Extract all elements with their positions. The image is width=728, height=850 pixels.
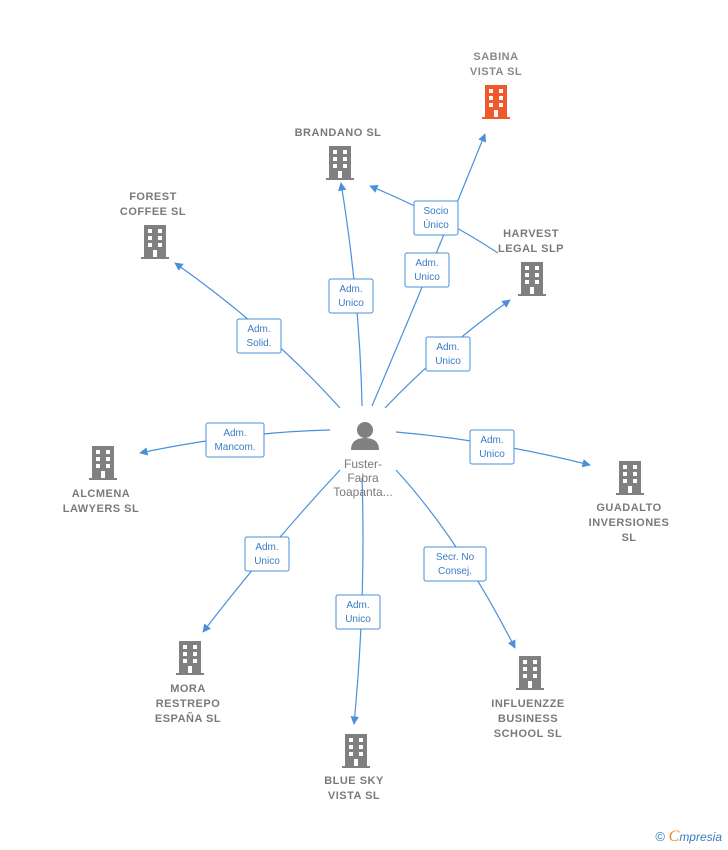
building-icon — [141, 225, 169, 259]
building-icon — [89, 446, 117, 480]
node-label-line: SL — [621, 532, 636, 544]
building-icon — [518, 262, 546, 296]
node-brandano[interactable]: BRANDANO SL — [295, 127, 382, 180]
edge-label-mora[interactable]: Adm. Unico — [244, 536, 290, 572]
edge-labels: Adm. Solid. Adm. Unico Socio Único Adm. … — [205, 200, 515, 630]
node-label-line: MORA — [170, 683, 206, 695]
edge-label-line: Adm. — [436, 342, 459, 353]
node-label-line: INFLUENZZE — [491, 698, 564, 710]
building-icon — [616, 461, 644, 495]
edge-label-line: Unico — [338, 298, 364, 309]
edge-label-forest[interactable]: Adm. Solid. — [236, 318, 282, 354]
node-label-line: GUADALTO — [596, 502, 661, 514]
node-label-line: BLUE SKY — [324, 775, 384, 787]
edge-label-brandano-adm[interactable]: Adm. Unico — [328, 278, 374, 314]
edge-label-line: Adm. — [255, 542, 278, 553]
node-label-line: VISTA SL — [470, 66, 522, 78]
edge-label-line: Adm. — [223, 428, 246, 439]
edge-label-line: Único — [423, 218, 449, 231]
node-harvest[interactable]: HARVEST LEGAL SLP — [498, 228, 564, 296]
building-icon — [482, 85, 510, 119]
edge-label-line: Unico — [479, 449, 505, 460]
node-label-line: LAWYERS SL — [63, 503, 140, 515]
edge-label-alcmena[interactable]: Adm. Mancom. — [205, 422, 265, 458]
building-icon — [326, 146, 354, 180]
node-label-line: COFFEE SL — [120, 206, 186, 218]
edge-label-line: Adm. — [339, 284, 362, 295]
edge-label-line: Adm. — [415, 258, 438, 269]
node-label-line: ALCMENA — [72, 488, 131, 500]
node-label-line: BUSINESS — [498, 713, 558, 725]
node-forest[interactable]: FOREST COFFEE SL — [120, 191, 186, 259]
node-bluesky[interactable]: BLUE SKY VISTA SL — [324, 734, 384, 802]
node-label-line: VISTA SL — [328, 790, 380, 802]
edge-label-line: Unico — [435, 356, 461, 367]
footer-copyright: © Cmpresia — [655, 828, 722, 846]
person-icon — [351, 422, 379, 450]
node-mora[interactable]: MORA RESTREPO ESPAÑA SL — [155, 641, 221, 725]
edge-label-line: Unico — [414, 272, 440, 283]
center-label-line: Fabra — [347, 471, 379, 485]
building-icon — [176, 641, 204, 675]
edge-label-line: Socio — [423, 206, 448, 217]
edge-label-line: Unico — [254, 556, 280, 567]
edge-label-line: Adm. — [247, 324, 270, 335]
node-influenzze[interactable]: INFLUENZZE BUSINESS SCHOOL SL — [491, 656, 564, 740]
edge-label-line: Secr. No — [436, 552, 475, 563]
edge-label-line: Mancom. — [214, 442, 255, 453]
center-person[interactable]: Fuster- Fabra Toapanta... — [333, 422, 393, 499]
edge-label-influenzze[interactable]: Secr. No Consej. — [423, 546, 487, 582]
node-label-line: HARVEST — [503, 228, 559, 240]
edge-label-sabina[interactable]: Adm. Unico — [404, 252, 450, 288]
brand-logo-initial: C — [668, 828, 680, 845]
edge-label-bluesky[interactable]: Adm. Unico — [335, 594, 381, 630]
edge-label-brandano-socio[interactable]: Socio Único — [413, 200, 459, 236]
node-label-line: BRANDANO SL — [295, 127, 382, 139]
edge-label-line: Solid. — [246, 338, 271, 349]
node-label-line: SABINA — [473, 51, 518, 63]
node-label-line: RESTREPO — [156, 698, 221, 710]
node-label-line: FOREST — [129, 191, 177, 203]
edge-label-harvest[interactable]: Adm. Unico — [425, 336, 471, 372]
edge-label-line: Consej. — [438, 566, 472, 577]
center-label-line: Toapanta... — [333, 485, 392, 499]
node-label-line: LEGAL SLP — [498, 243, 564, 255]
center-label-line: Fuster- — [344, 457, 382, 471]
building-icon — [516, 656, 544, 690]
node-label-line: SCHOOL SL — [494, 728, 562, 740]
edge-label-guadalto[interactable]: Adm. Unico — [469, 429, 515, 465]
node-guadalto[interactable]: GUADALTO INVERSIONES SL — [589, 461, 670, 544]
brand-logo-text: mpresia — [679, 830, 722, 844]
copyright-icon: © — [655, 829, 666, 844]
node-label-line: ESPAÑA SL — [155, 712, 221, 725]
node-sabina[interactable]: SABINA VISTA SL — [470, 51, 522, 119]
building-icon — [342, 734, 370, 768]
node-label-line: INVERSIONES — [589, 517, 670, 529]
edge-label-line: Adm. — [346, 600, 369, 611]
edge-label-line: Adm. — [480, 435, 503, 446]
edge-label-line: Unico — [345, 614, 371, 625]
node-alcmena[interactable]: ALCMENA LAWYERS SL — [63, 446, 140, 515]
